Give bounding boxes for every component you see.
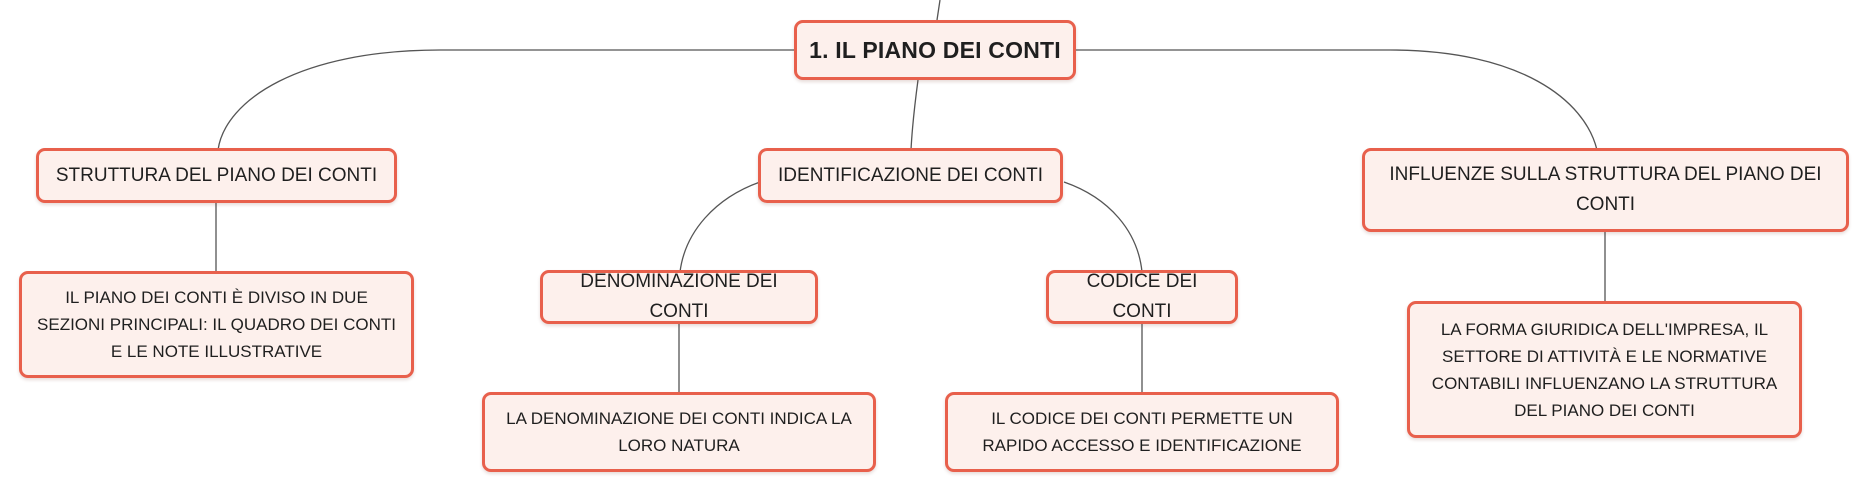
detail-node-denominazione[interactable]: LA DENOMINAZIONE DEI CONTI INDICA LA LOR…: [482, 392, 876, 472]
branch-node-denominazione-label: DENOMINAZIONE DEI CONTI: [580, 271, 778, 322]
branch-node-influenze[interactable]: INFLUENZE SULLA STRUTTURA DEL PIANO DEI …: [1362, 148, 1849, 232]
detail-node-codice-text: IL CODICE DEI CONTI PERMETTE UN RAPIDO A…: [982, 409, 1302, 455]
connector-identificazione-denominazione: [679, 181, 761, 273]
connector-incoming-root: [936, 0, 941, 21]
branch-node-identificazione[interactable]: IDENTIFICAZIONE DEI CONTI: [758, 148, 1063, 203]
branch-node-codice[interactable]: CODICE DEI CONTI: [1046, 270, 1238, 324]
connector-root-influenze: [1074, 49, 1598, 151]
branch-node-influenze-label: INFLUENZE SULLA STRUTTURA DEL PIANO DEI …: [1389, 164, 1822, 215]
branch-node-struttura-label: STRUTTURA DEL PIANO DEI CONTI: [55, 164, 378, 186]
detail-node-struttura[interactable]: IL PIANO DEI CONTI È DIVISO IN DUE SEZIO…: [19, 271, 414, 378]
root-node-label: 1. IL PIANO DEI CONTI: [809, 36, 1061, 63]
detail-node-denominazione-text: LA DENOMINAZIONE DEI CONTI INDICA LA LOR…: [506, 409, 852, 455]
connector-root-identificazione: [910, 79, 919, 151]
connector-root-struttura: [217, 49, 795, 151]
detail-node-struttura-text: IL PIANO DEI CONTI È DIVISO IN DUE SEZIO…: [37, 288, 396, 361]
root-node[interactable]: 1. IL PIANO DEI CONTI: [794, 20, 1076, 80]
branch-node-denominazione[interactable]: DENOMINAZIONE DEI CONTI: [540, 270, 818, 324]
detail-node-codice[interactable]: IL CODICE DEI CONTI PERMETTE UN RAPIDO A…: [945, 392, 1339, 472]
branch-node-identificazione-label: IDENTIFICAZIONE DEI CONTI: [778, 164, 1043, 186]
branch-node-struttura[interactable]: STRUTTURA DEL PIANO DEI CONTI: [36, 148, 397, 203]
detail-node-influenze[interactable]: LA FORMA GIURIDICA DELL'IMPRESA, IL SETT…: [1407, 301, 1802, 438]
connector-identificazione-codice: [1063, 181, 1143, 273]
detail-node-influenze-text: LA FORMA GIURIDICA DELL'IMPRESA, IL SETT…: [1431, 319, 1778, 420]
branch-node-codice-label: CODICE DEI CONTI: [1086, 271, 1198, 322]
